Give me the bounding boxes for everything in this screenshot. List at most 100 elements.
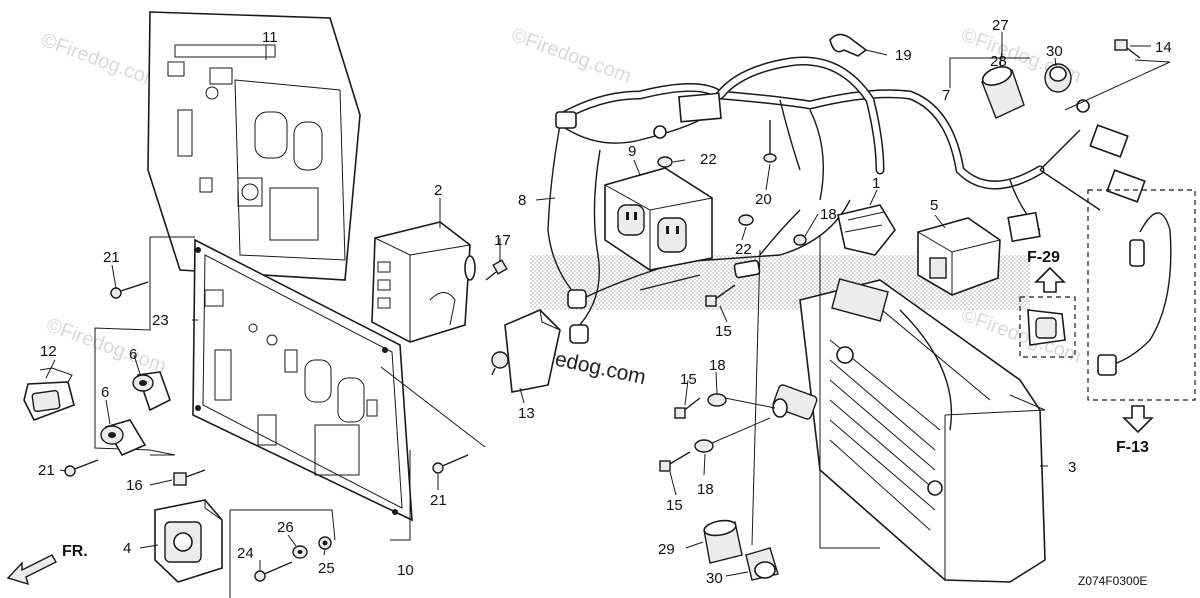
label-25: 25 — [318, 560, 335, 577]
leader-18-middle — [724, 397, 776, 409]
label-21-top: 21 — [103, 249, 120, 266]
bracket-7 — [949, 57, 1030, 88]
label-24: 24 — [237, 545, 254, 562]
label-6-upper: 6 — [129, 346, 137, 363]
part-12-switch — [23, 367, 75, 422]
bracket-18-29 — [751, 249, 761, 546]
part-18-washer-upper — [793, 234, 807, 246]
part-25-nut — [318, 536, 332, 550]
label-15-upper: 15 — [715, 323, 732, 340]
part-22-nut-upper — [657, 156, 673, 168]
label-20: 20 — [755, 191, 772, 208]
label-12: 12 — [40, 343, 57, 360]
part-8-wire-harness — [547, 56, 1146, 344]
part-24-bolt — [254, 561, 293, 582]
part-18-washer-lower — [694, 439, 714, 453]
part-22-nut-lower — [738, 214, 754, 226]
label-14: 14 — [1155, 39, 1172, 56]
label-21-right: 21 — [430, 492, 447, 509]
label-23: 23 — [152, 312, 169, 329]
label-30-bottom: 30 — [706, 570, 723, 587]
part-19-clip — [829, 33, 868, 57]
part-3-inverter-unit — [772, 278, 1046, 583]
part-30-cap-top — [1044, 63, 1072, 93]
part-26-washer — [292, 545, 308, 559]
part-4-cover — [154, 499, 223, 583]
label-18-lower: 18 — [697, 481, 714, 498]
label-9: 9 — [628, 143, 636, 160]
part-28-core — [981, 66, 1025, 119]
label-22-lower: 22 — [735, 241, 752, 258]
part-17-screw — [485, 259, 508, 281]
reference-f13-inset — [1087, 189, 1196, 434]
front-marker: FR. — [62, 543, 88, 560]
part-9-outlet — [604, 167, 713, 271]
arrow-up-icon — [1034, 266, 1066, 293]
part-18-washer-middle — [707, 393, 727, 407]
label-19: 19 — [895, 47, 912, 64]
label-29: 29 — [658, 541, 675, 558]
part-15-bolt-lower — [659, 451, 691, 472]
label-11: 11 — [262, 29, 278, 46]
part-1-block — [837, 204, 896, 256]
part-30-cap-bottom — [745, 547, 779, 581]
part-21-screw-left — [64, 459, 99, 477]
part-11-panel-sheet — [147, 11, 361, 281]
leader-18-lower — [711, 417, 771, 444]
label-15-middle: 15 — [680, 371, 697, 388]
label-30-top: 30 — [1046, 43, 1063, 60]
label-7: 7 — [942, 87, 950, 104]
leader-14b — [1064, 61, 1171, 111]
watermark-text: ©Firedog.com — [38, 29, 164, 93]
label-17: 17 — [494, 232, 511, 249]
label-2: 2 — [434, 182, 442, 199]
part-6-fuse-holder-upper — [132, 371, 171, 412]
label-18-middle: 18 — [709, 357, 726, 374]
part-23-control-panel — [192, 238, 486, 522]
label-27: 27 — [992, 17, 1009, 34]
label-15-lower: 15 — [666, 497, 683, 514]
label-1: 1 — [872, 175, 880, 192]
arrow-down-icon — [1122, 405, 1154, 434]
diagram-code: Z074F0300E — [1078, 574, 1147, 588]
label-4: 4 — [123, 540, 131, 557]
label-13: 13 — [518, 405, 535, 422]
label-8: 8 — [518, 192, 526, 209]
reference-f29-inset — [1019, 266, 1076, 358]
bracket-1-3 — [819, 235, 880, 549]
label-28: 28 — [990, 53, 1007, 70]
bracket-24-26 — [230, 509, 336, 541]
part-14-bolt — [1114, 39, 1141, 59]
label-21-left: 21 — [38, 462, 55, 479]
bracket-bottom — [149, 449, 176, 456]
part-15-bolt-middle — [674, 397, 701, 419]
watermark-text: ©Firedog.com — [508, 24, 634, 88]
label-18-top: 18 — [820, 206, 837, 223]
bracket-23 — [94, 237, 151, 451]
part-number-labels: 11 2 17 21 23 12 6 6 21 16 21 4 24 26 25… — [38, 17, 1172, 587]
front-direction-arrow: FR. — [6, 543, 88, 586]
reference-f29: F-29 — [1027, 249, 1060, 266]
leader-lines — [45, 45, 1151, 577]
part-16-bolt — [173, 469, 206, 486]
leader-14 — [1134, 59, 1171, 63]
part-21-screw-upper — [110, 281, 149, 299]
part-15-bolt-upper — [705, 284, 736, 307]
part-20-screw — [763, 120, 777, 163]
label-3: 3 — [1068, 459, 1076, 476]
label-10: 10 — [397, 562, 414, 579]
label-6-lower: 6 — [101, 384, 109, 401]
part-29-core — [703, 519, 743, 564]
label-5: 5 — [930, 197, 938, 214]
part-2-receptacle-box — [371, 221, 476, 343]
part-13-breaker — [491, 309, 561, 393]
part-21-screw-right — [432, 454, 469, 474]
label-26: 26 — [277, 519, 294, 536]
part-6-fuse-holder-lower — [100, 419, 147, 457]
reference-f13: F-13 — [1116, 439, 1149, 456]
bracket-10 — [390, 450, 411, 541]
label-16: 16 — [126, 477, 143, 494]
part-5-module — [917, 217, 1001, 296]
label-22-upper: 22 — [700, 151, 717, 168]
